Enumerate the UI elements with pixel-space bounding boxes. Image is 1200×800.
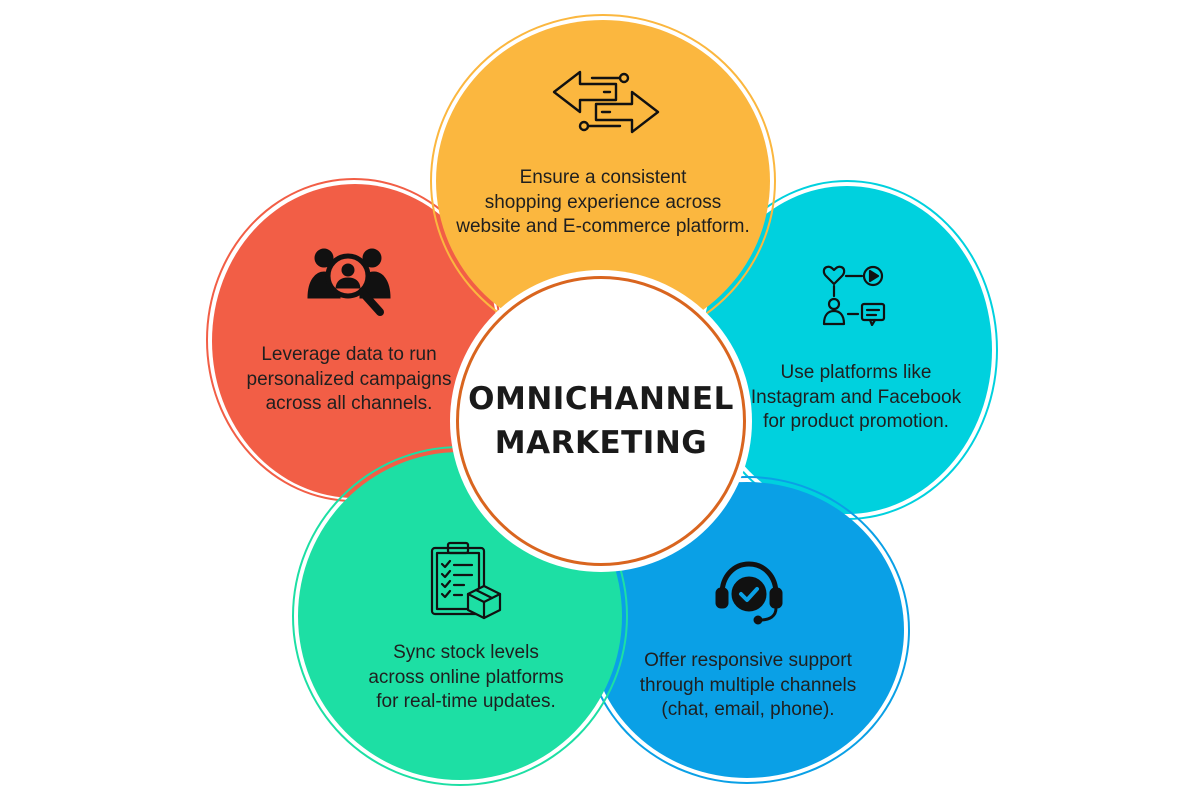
petal-right-text: Use platforms like Instagram and Faceboo… [750, 362, 962, 432]
inventory-clipboard-icon [430, 541, 502, 620]
social-media-icon [822, 265, 886, 326]
customer-search-icon [307, 248, 391, 316]
petal-bottom-right-text: Offer responsive support through multipl… [639, 650, 857, 720]
petal-left-text: Leverage data to run personalized campai… [246, 344, 452, 414]
petal-top-text: Ensure a consistent shopping experience … [456, 167, 750, 237]
customer-support-headset-icon [715, 561, 783, 625]
center-circle: OMNICHANNEL MARKETING [456, 276, 746, 566]
center-title: OMNICHANNEL MARKETING [468, 381, 734, 461]
petal-bottom-left-text: Sync stock levels across online platform… [368, 642, 564, 712]
arrows-exchange-icon [552, 70, 660, 134]
